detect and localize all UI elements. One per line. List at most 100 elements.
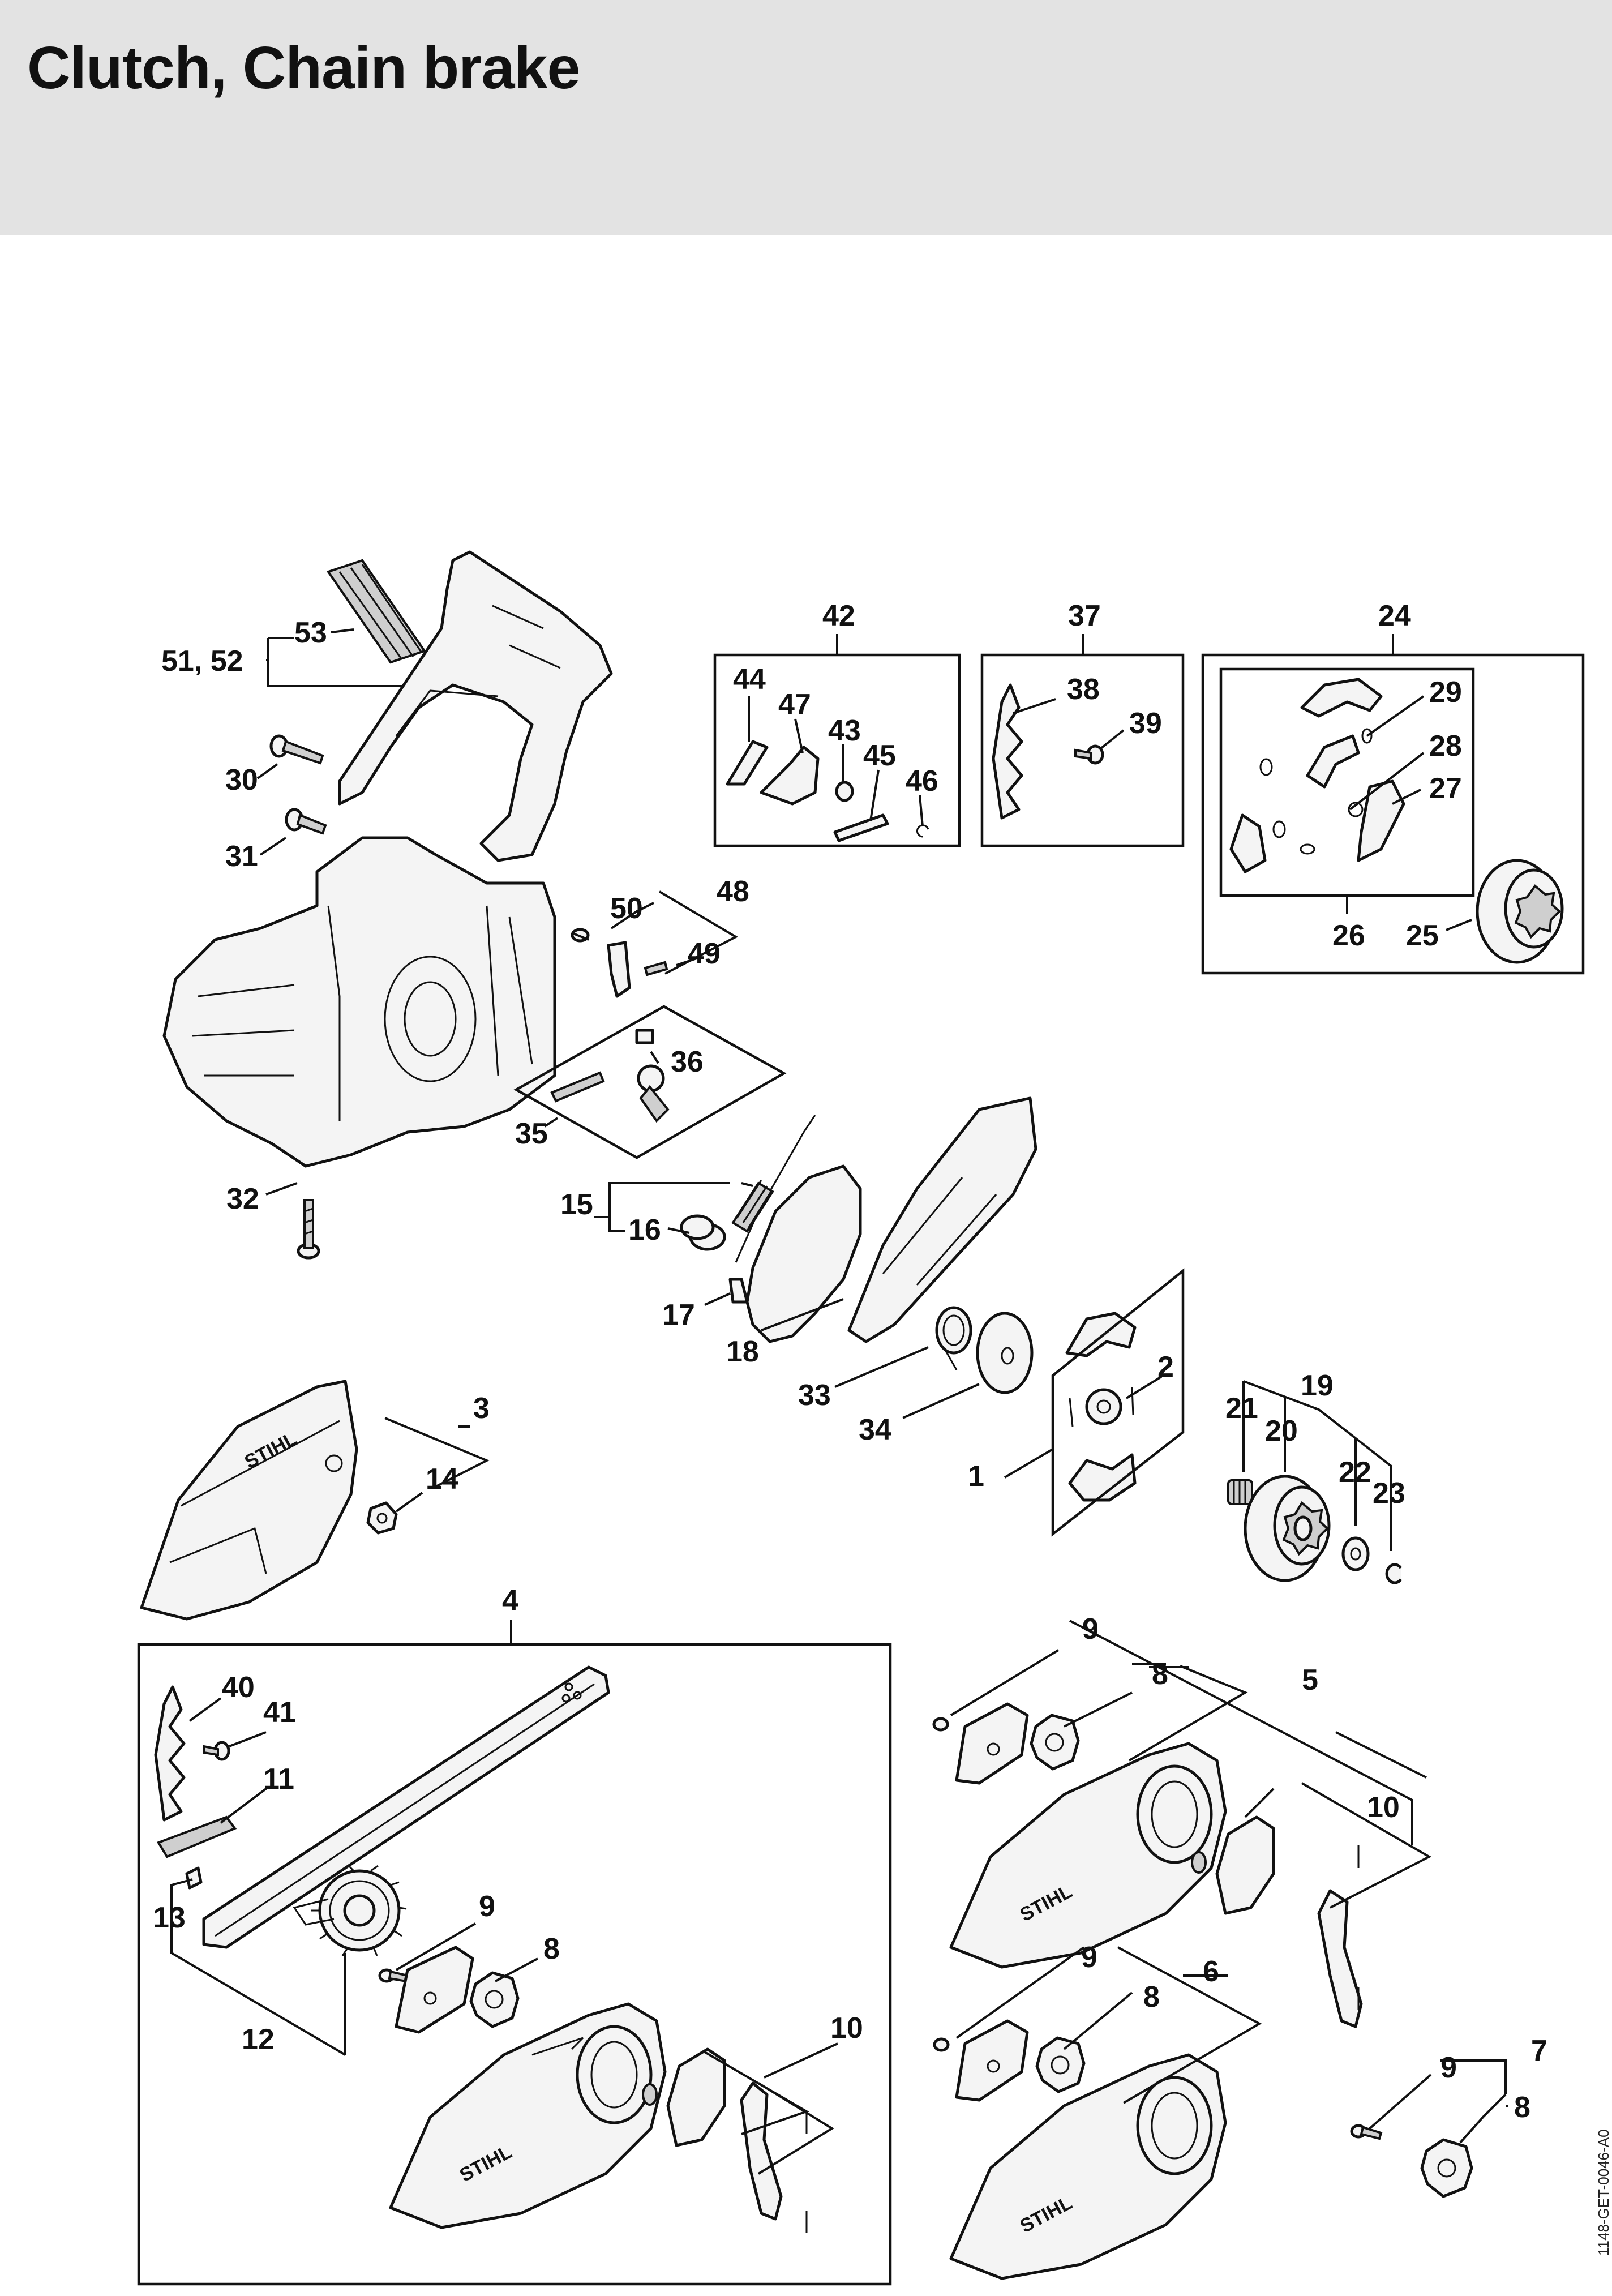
callout-8-a: 8	[543, 1933, 560, 1965]
callout-44: 44	[733, 663, 766, 696]
bar-plate-11-part	[157, 1815, 237, 1858]
sprocket-cover-4-part: STIHL	[389, 2002, 667, 2229]
callout-39: 39	[1129, 707, 1162, 740]
reference-code: 1148-GET-0046-A0	[1595, 2129, 1612, 2256]
brake-spring-part	[731, 1115, 816, 1263]
callout-40: 40	[222, 1671, 255, 1704]
callout-9-b: 9	[1082, 1613, 1099, 1646]
callout-49: 49	[688, 937, 721, 970]
callout-labels: 42 37 24 53 51, 52 30 31 32 44 47 43 45 …	[153, 599, 1547, 2124]
callout-31: 31	[225, 840, 258, 873]
clutch-kit-parts	[1229, 678, 1405, 873]
callout-38: 38	[1067, 673, 1100, 706]
cover-plate-part-c	[933, 2019, 1029, 2102]
torsion-spring-part	[935, 1306, 972, 1370]
screw-30-part	[269, 734, 324, 765]
grip-part	[326, 559, 427, 664]
callout-42: 42	[822, 599, 855, 632]
sprocket-cover-5-part: STIHL	[949, 1742, 1227, 1969]
callout-7: 7	[1531, 2034, 1547, 2067]
callout-8-d: 8	[1514, 2091, 1530, 2124]
callout-22: 22	[1339, 1456, 1371, 1489]
nut-14-part	[366, 1501, 398, 1535]
callout-30: 30	[225, 764, 258, 796]
callout-15: 15	[560, 1188, 593, 1221]
screw-9-kit7-part	[1350, 2124, 1383, 2140]
callout-12: 12	[242, 2023, 275, 2056]
adjuster-10-part-a	[642, 2047, 808, 2233]
callout-3: 3	[473, 1392, 490, 1425]
callout-26: 26	[1332, 919, 1365, 952]
callout-32: 32	[226, 1183, 259, 1215]
callout-9-a: 9	[479, 1890, 495, 1923]
clutch-1-part	[1065, 1312, 1137, 1502]
callout-10-a: 10	[830, 2012, 863, 2045]
brake-band-part	[728, 1164, 862, 1343]
callout-8-c: 8	[1143, 1981, 1160, 2014]
callout-23: 23	[1373, 1477, 1405, 1510]
callout-16: 16	[628, 1214, 661, 1246]
callout-27: 27	[1429, 772, 1462, 805]
callout-9-c: 9	[1081, 1941, 1097, 1974]
callout-13: 13	[153, 1901, 186, 1934]
callout-14: 14	[426, 1463, 458, 1496]
clutch-1-box	[1051, 1268, 1185, 1537]
adjuster-10-part-b	[1191, 1815, 1363, 2028]
washer-22-part	[1341, 1536, 1370, 1571]
leader-lines	[170, 628, 1508, 2175]
callout-17: 17	[662, 1299, 695, 1331]
knob-nut-8-part-b	[1030, 1714, 1080, 1771]
knob-nut-8-part-c	[1035, 2036, 1086, 2093]
callout-8-b: 8	[1152, 1658, 1168, 1691]
clutch-drum-part	[1244, 1475, 1331, 1582]
kit-35-box	[513, 1005, 787, 1159]
callout-43: 43	[828, 714, 861, 747]
kit-42-parts	[726, 740, 929, 842]
callout-9-d: 9	[1440, 2051, 1457, 2084]
clutch-drum-25-part	[1476, 859, 1564, 964]
hand-guard-part	[338, 550, 613, 862]
header-bar: Clutch, Chain brake	[0, 0, 1612, 235]
callout-50: 50	[610, 892, 643, 925]
callout-33: 33	[798, 1379, 831, 1412]
callout-24: 24	[1378, 599, 1411, 632]
callout-45: 45	[863, 739, 896, 772]
callout-41: 41	[263, 1696, 296, 1729]
callout-19: 19	[1301, 1369, 1334, 1402]
callout-35: 35	[515, 1117, 548, 1150]
callout-10-b: 10	[1367, 1791, 1400, 1824]
sprocket-cover-6-part: STIHL	[949, 2053, 1227, 2280]
callout-5: 5	[1302, 1664, 1318, 1697]
sprocket-cover-3-part: STIHL	[140, 1380, 358, 1621]
screw-32-part	[297, 1199, 320, 1260]
callout-25: 25	[1406, 919, 1439, 952]
bar-plate-40-part	[154, 1685, 186, 1822]
brake-lever-part	[571, 928, 668, 998]
chain-brake-lever-part	[847, 1096, 1037, 1343]
callout-46: 46	[906, 765, 938, 798]
tensioner-wheel-12-part	[293, 1864, 407, 1956]
cover-plate-part-b	[932, 1702, 1029, 1785]
knob-nut-8-part-d	[1420, 2138, 1473, 2198]
cover-plate-part-a	[395, 1946, 474, 2034]
needle-cage-part	[1227, 1479, 1253, 1505]
washer-34-part	[976, 1312, 1034, 1394]
guide-bar-part	[202, 1665, 610, 1949]
e-clip-23-part	[1385, 1563, 1403, 1584]
callout-36: 36	[671, 1046, 704, 1078]
callout-21: 21	[1225, 1392, 1258, 1425]
callout-51-52: 51, 52	[161, 645, 243, 678]
kit-37-parts	[992, 683, 1104, 820]
callout-47: 47	[778, 688, 811, 721]
page-title: Clutch, Chain brake	[27, 35, 580, 101]
callout-34: 34	[859, 1413, 891, 1446]
callout-28: 28	[1429, 730, 1462, 763]
tensioner-13-part	[185, 1866, 203, 1890]
screw-41-part	[203, 1741, 230, 1761]
screw-9-small-part	[378, 1968, 409, 1983]
callout-37: 37	[1068, 599, 1101, 632]
callout-29: 29	[1429, 676, 1462, 709]
sleeve-part	[680, 1214, 726, 1251]
callout-4: 4	[502, 1584, 518, 1617]
